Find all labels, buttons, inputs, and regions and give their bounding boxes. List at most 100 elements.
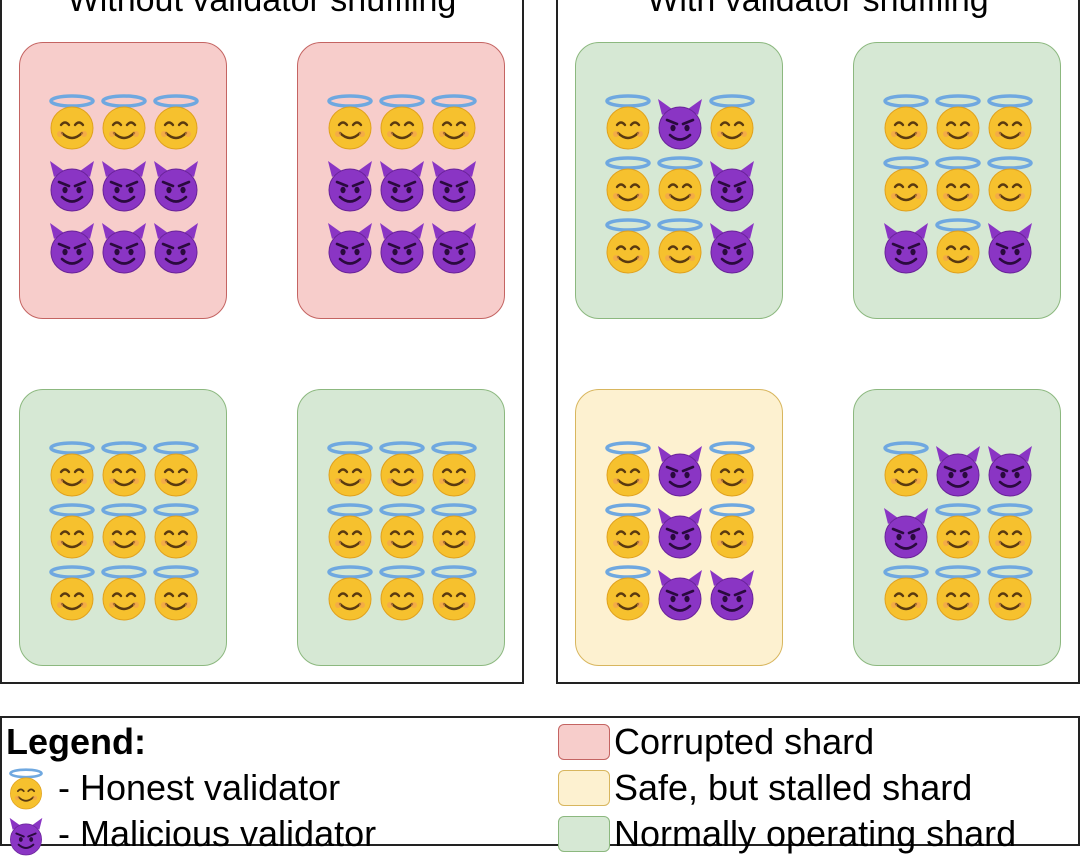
panel-without-shuffling: Without validator shuffling [0,0,524,684]
normal-swatch [558,816,610,852]
devil-face-icon [706,153,758,215]
legend-normal-label: Normally operating shard [614,813,1017,854]
angel-face-icon [932,215,984,277]
angel-face-icon [428,91,480,153]
stalled-shard [575,389,783,666]
angel-face-icon [150,91,202,153]
legend-stalled-label: Safe, but stalled shard [614,767,973,808]
panel-title: With validator shuffling [647,0,989,19]
panel-title: Without validator shuffling [67,0,457,19]
devil-face-icon [654,500,706,562]
normal-shard [297,389,505,666]
angel-face-icon [324,562,376,624]
devil-face-icon [98,215,150,277]
angel-face-icon [150,438,202,500]
corrupted-shard [297,42,505,319]
angel-face-icon [602,500,654,562]
devil-face-icon [376,215,428,277]
angel-face-icon [984,500,1036,562]
legend: Legend: - Honest validator - Malicious v… [0,716,1080,856]
angel-face-icon [706,500,758,562]
angel-face-icon [602,562,654,624]
corrupted-swatch [558,724,610,760]
devil-face-icon [6,812,46,858]
angel-face-icon [46,438,98,500]
stalled-swatch [558,770,610,806]
devil-face-icon [150,215,202,277]
angel-face-icon [46,562,98,624]
validator-grid [880,91,1036,277]
panel-with-shuffling: With validator shuffling [556,0,1080,684]
devil-face-icon [654,562,706,624]
normal-shard [19,389,227,666]
angel-face-icon [602,91,654,153]
validator-grid [324,438,480,624]
angel-face-icon [150,500,202,562]
validator-grid [46,91,202,277]
devil-face-icon [880,500,932,562]
legend-malicious-label: - Malicious validator [58,813,377,854]
devil-face-icon [46,215,98,277]
angel-face-icon [654,153,706,215]
angel-face-icon [932,91,984,153]
angel-face-icon [98,562,150,624]
angel-face-icon [602,215,654,277]
angel-face-icon [6,766,46,812]
devil-face-icon [932,438,984,500]
angel-face-icon [324,500,376,562]
angel-face-icon [324,91,376,153]
devil-face-icon [984,438,1036,500]
devil-face-icon [984,215,1036,277]
angel-face-icon [376,438,428,500]
devil-face-icon [376,153,428,215]
validator-grid [880,438,1036,624]
angel-face-icon [654,215,706,277]
legend-corrupted-label: Corrupted shard [614,721,875,762]
angel-face-icon [602,438,654,500]
devil-face-icon [428,215,480,277]
angel-face-icon [46,500,98,562]
angel-face-icon [98,500,150,562]
devil-face-icon [98,153,150,215]
validator-grid [324,91,480,277]
angel-face-icon [880,153,932,215]
normal-shard [853,42,1061,319]
corrupted-shard [19,42,227,319]
angel-face-icon [428,438,480,500]
legend-title: Legend: [6,721,146,762]
devil-face-icon [880,215,932,277]
angel-face-icon [932,500,984,562]
angel-face-icon [932,562,984,624]
devil-face-icon [324,153,376,215]
angel-face-icon [984,562,1036,624]
devil-face-icon [654,91,706,153]
angel-face-icon [428,562,480,624]
validator-grid [602,438,758,624]
normal-shard [575,42,783,319]
angel-face-icon [880,91,932,153]
angel-face-icon [880,438,932,500]
angel-face-icon [376,91,428,153]
devil-face-icon [706,215,758,277]
devil-face-icon [654,438,706,500]
legend-honest-label: - Honest validator [58,767,341,808]
devil-face-icon [324,215,376,277]
devil-face-icon [706,562,758,624]
validator-grid [602,91,758,277]
angel-face-icon [98,91,150,153]
angel-face-icon [602,153,654,215]
angel-face-icon [324,438,376,500]
validator-grid [46,438,202,624]
angel-face-icon [984,153,1036,215]
angel-face-icon [932,153,984,215]
angel-face-icon [984,91,1036,153]
devil-face-icon [428,153,480,215]
devil-face-icon [150,153,202,215]
devil-face-icon [46,153,98,215]
angel-face-icon [376,500,428,562]
angel-face-icon [150,562,202,624]
angel-face-icon [706,91,758,153]
angel-face-icon [428,500,480,562]
angel-face-icon [880,562,932,624]
angel-face-icon [98,438,150,500]
